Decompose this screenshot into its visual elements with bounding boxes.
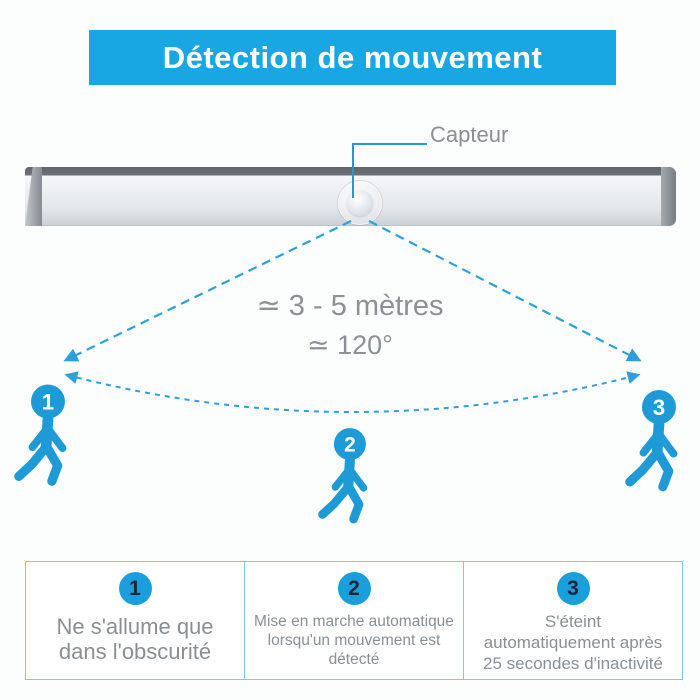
figure-number: 2 [344, 433, 356, 456]
feature-text: Ne s'allume que dans l'obscurité [56, 614, 214, 664]
figure-number: 1 [42, 389, 54, 414]
feature-text: S'éteint automatiquement après 25 second… [483, 612, 663, 673]
bar-end-cap-left [25, 167, 42, 226]
range-angle-label: ≃ 120° [307, 330, 393, 360]
figure-head [333, 428, 366, 461]
feature-number-badge: 3 [556, 572, 590, 605]
detection-arc [64, 371, 641, 413]
bar-end-cap-right [661, 167, 676, 226]
feature-number-badge: 1 [118, 572, 152, 605]
person-figure-2: 2 [318, 428, 368, 524]
person-figure-3: 3 [625, 390, 678, 492]
figure-number: 3 [653, 395, 665, 420]
person-figure-1: 1 [14, 384, 67, 486]
feature-text: Mise en marche automatique lorsqu'un mou… [254, 613, 454, 668]
range-distance-label: ≃ 3 - 5 mètres [256, 290, 444, 322]
motion-sensor-dome [347, 190, 373, 216]
figure-head [30, 384, 65, 419]
page-title: Détection de mouvement [162, 40, 543, 75]
feature-table: 1 Ne s'allume que dans l'obscurité 2 Mis… [25, 561, 683, 680]
feature-cell-1: 1 Ne s'allume que dans l'obscurité [26, 562, 245, 679]
sensor-label: Capteur [430, 122, 509, 147]
feature-number-badge: 2 [337, 572, 371, 605]
figure-head [641, 390, 676, 425]
feature-cell-2: 2 Mise en marche automatique lorsqu'un m… [245, 562, 464, 679]
feature-cell-3: 3 S'éteint automatiquement après 25 seco… [464, 562, 682, 679]
header-banner: Détection de mouvement [89, 30, 616, 85]
